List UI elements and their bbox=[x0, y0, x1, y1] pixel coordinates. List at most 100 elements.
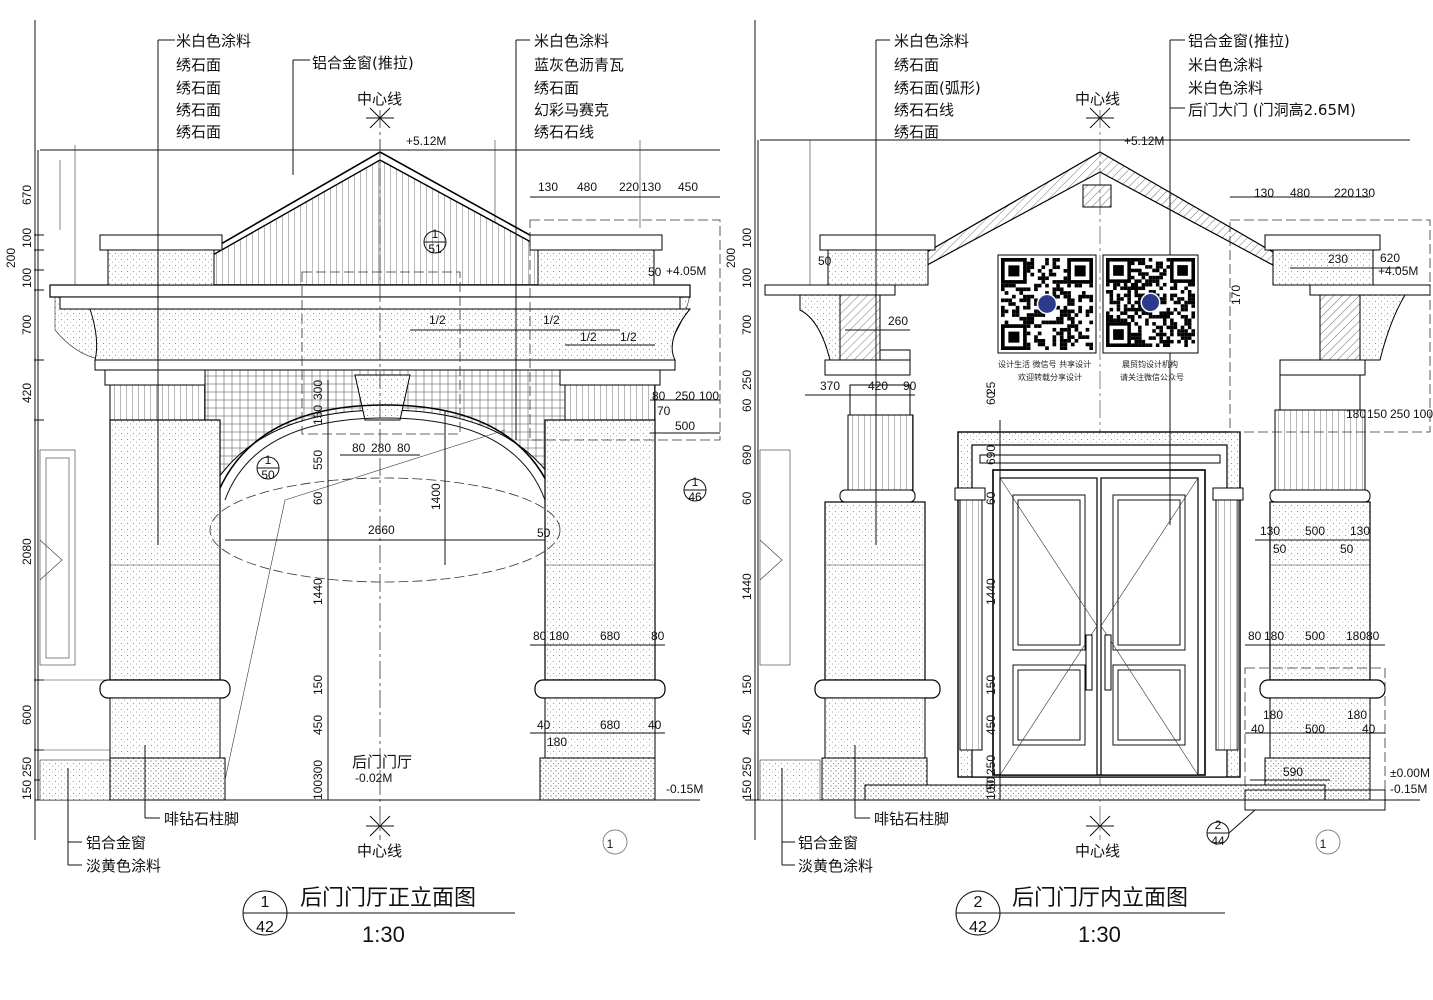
dim-misc: 80 bbox=[352, 441, 366, 455]
left-elevation bbox=[34, 20, 721, 936]
dim-misc: 230 bbox=[1328, 252, 1348, 266]
ref-a-bottom: 51 bbox=[428, 242, 442, 256]
right-centerline-bottom: 中心线 bbox=[1075, 842, 1120, 860]
qr-caption-b1: 晨贸钧设计机构 bbox=[1122, 359, 1178, 369]
dim-v: 1440 bbox=[740, 573, 754, 600]
dim-iv: 60 bbox=[984, 491, 998, 505]
dim-v: 200 bbox=[724, 248, 738, 268]
dim-misc: 2660 bbox=[368, 523, 395, 537]
dim-v: 250 bbox=[740, 757, 754, 777]
dim-misc: 80 bbox=[651, 629, 665, 643]
dim-misc: 50 bbox=[818, 254, 832, 268]
dim-misc: 500 bbox=[675, 419, 695, 433]
dim-misc: 280 bbox=[371, 441, 391, 455]
dim-iv: 1400 bbox=[429, 483, 443, 510]
left-elev-m015: -0.15M bbox=[666, 782, 703, 796]
dim-iv: 60 bbox=[311, 491, 325, 505]
ref-b-bottom: 50 bbox=[261, 468, 275, 482]
left-title-block: 1 42 后门门厅正立面图 1:30 bbox=[256, 886, 476, 947]
right-centerline-top: 中心线 bbox=[1075, 90, 1120, 108]
left-centerline-top: 中心线 bbox=[357, 90, 402, 108]
dim-misc: 250 bbox=[1390, 407, 1410, 421]
left-label-3: 绣石面 bbox=[176, 79, 221, 97]
dim-v: 690 bbox=[740, 445, 754, 465]
dim-misc: 40 bbox=[1251, 722, 1265, 736]
dim-iv: 60 bbox=[984, 391, 998, 405]
right-label-3: 绣石面(弧形) bbox=[894, 79, 981, 97]
dim-misc: 130 bbox=[1350, 524, 1370, 538]
dim-v: 150 bbox=[20, 780, 34, 800]
center-mark-top bbox=[366, 107, 394, 129]
dim-iv: 1440 bbox=[984, 578, 998, 605]
dim-top: 130 bbox=[641, 180, 661, 194]
right-title: 后门门厅内立面图 bbox=[1012, 886, 1188, 911]
left-elev-512: +5.12M bbox=[406, 134, 446, 148]
right-label-r1: 铝合金窗(推拉) bbox=[1188, 32, 1290, 50]
right-label-4: 绣石石线 bbox=[894, 101, 954, 119]
right-label-base: 啡钻石柱脚 bbox=[874, 810, 949, 828]
dim-iv: 690 bbox=[984, 445, 998, 465]
right-dimensions: 100 200 100 700 250 60 690 60 1440 150 4… bbox=[724, 186, 1433, 800]
dim-iv: 100 bbox=[984, 780, 998, 800]
left-axis-number: 1 bbox=[607, 837, 614, 851]
dim-iv: 300 bbox=[311, 380, 325, 400]
left-dimensions: 670 100 200 100 700 420 2080 600 250 150… bbox=[4, 180, 719, 800]
dim-misc: 420 bbox=[868, 379, 888, 393]
center-mark-bottom-2 bbox=[1086, 815, 1114, 837]
left-label-r1: 米白色涂料 bbox=[534, 32, 609, 50]
left-material-labels: 米白色涂料 绣石面 绣石面 绣石面 绣石面 铝合金窗(推拉) 米白色涂料 蓝灰色… bbox=[86, 32, 706, 875]
dim-misc: 70 bbox=[657, 404, 671, 418]
ref-c-top: 1 bbox=[692, 475, 699, 489]
dim-v: 250 bbox=[740, 370, 754, 390]
left-label-b1: 铝合金窗 bbox=[86, 834, 146, 852]
dim-misc: 250 bbox=[675, 389, 695, 403]
dim-v: 200 bbox=[4, 248, 18, 268]
dim-iv: 150 bbox=[311, 675, 325, 695]
dim-misc: 370 bbox=[820, 379, 840, 393]
center-mark-top-2 bbox=[1086, 107, 1114, 129]
left-elev-405: +4.05M bbox=[666, 264, 706, 278]
dim-v: 100 bbox=[20, 268, 34, 288]
dim-v: 250 bbox=[20, 757, 34, 777]
dim-misc: 80 bbox=[652, 389, 666, 403]
dim-v: 100 bbox=[20, 228, 34, 248]
dim-misc: 1/2 bbox=[620, 330, 637, 344]
dim-misc: 180 bbox=[1347, 708, 1367, 722]
qr-code-left bbox=[997, 254, 1097, 354]
dim-misc: 180 bbox=[549, 629, 569, 643]
dim-iv: 150 bbox=[311, 405, 325, 425]
qr-caption-a2: 欢迎转载分享设计 bbox=[1018, 372, 1082, 382]
left-title: 后门门厅正立面图 bbox=[300, 886, 476, 911]
dim-misc: 1/2 bbox=[543, 313, 560, 327]
right-title-block: 2 42 后门门厅内立面图 1:30 bbox=[969, 886, 1188, 947]
dim-misc: 500 bbox=[1305, 629, 1325, 643]
dim-iv: 50 bbox=[984, 776, 998, 790]
right-material-labels: 米白色涂料 绣石面 绣石面(弧形) 绣石石线 绣石面 铝合金窗(推拉) 米白色涂… bbox=[798, 32, 1430, 875]
dim-misc: 150 bbox=[1367, 407, 1387, 421]
dim-iv: 100 bbox=[311, 780, 325, 800]
dim-v: 2080 bbox=[20, 538, 34, 565]
dim-misc: 90 bbox=[903, 379, 917, 393]
left-label-b2: 淡黄色涂料 bbox=[86, 857, 161, 875]
right-elev-405: +4.05M bbox=[1378, 264, 1418, 278]
right-label-b1: 铝合金窗 bbox=[798, 834, 858, 852]
dim-misc: 50 bbox=[648, 265, 662, 279]
dim-misc: 40 bbox=[648, 718, 662, 732]
dim-v: 450 bbox=[740, 715, 754, 735]
ref-b-top: 1 bbox=[265, 453, 272, 467]
dim-iv: 450 bbox=[984, 715, 998, 735]
dim-v: 60 bbox=[740, 491, 754, 505]
right-ref-top: 2 bbox=[1215, 818, 1222, 832]
dim-top: 450 bbox=[678, 180, 698, 194]
dim-misc: 100 bbox=[1413, 407, 1433, 421]
left-label-window: 铝合金窗(推拉) bbox=[312, 54, 414, 72]
dim-top: 130 bbox=[1355, 186, 1375, 200]
dim-v: 60 bbox=[740, 398, 754, 412]
left-label-5: 绣石面 bbox=[176, 123, 221, 141]
right-elevation bbox=[745, 20, 1431, 936]
right-label-r2: 米白色涂料 bbox=[1188, 56, 1263, 74]
right-badge-bottom: 42 bbox=[969, 919, 987, 936]
dim-misc: 500 bbox=[1305, 524, 1325, 538]
dim-misc: 680 bbox=[600, 629, 620, 643]
dim-misc: 180 bbox=[1346, 629, 1366, 643]
